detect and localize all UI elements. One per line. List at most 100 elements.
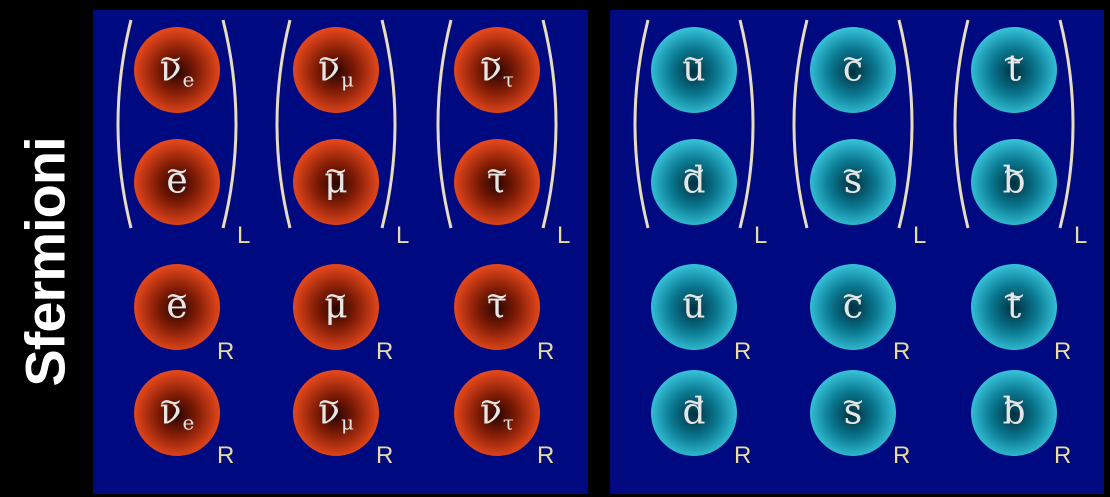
doublet-2-chirality: L xyxy=(557,224,570,248)
doublet-0-upper-base: ν xyxy=(160,51,182,87)
singlet-row2-2: b xyxy=(971,370,1057,456)
singlet-row2-1-symbol: s xyxy=(844,394,862,430)
doublet-0-right-paren xyxy=(740,20,753,228)
doublet-2-lower-base: τ xyxy=(487,163,507,199)
singlet-row2-1-chirality: R xyxy=(376,444,393,468)
singlet-row1-2: t xyxy=(971,264,1057,350)
singlet-row2-1-chirality: R xyxy=(893,444,910,468)
doublet-0-upper-base: u xyxy=(682,51,705,87)
singlet-row2-2-symbol: ντ xyxy=(480,394,514,430)
doublet-1-right-paren xyxy=(899,20,912,228)
singlet-row2-2-chirality: R xyxy=(537,444,554,468)
singlet-row1-0-symbol: u xyxy=(682,288,705,324)
singlet-row2-0-symbol: d xyxy=(682,394,705,430)
singlet-row1-0-chirality: R xyxy=(734,340,751,364)
doublet-2-upper-symbol: t xyxy=(1007,51,1021,87)
doublet-2-right-paren xyxy=(543,20,556,228)
doublet-0-lower-symbol: d xyxy=(682,163,705,199)
squark-panel: udLcsLtbLuRcRtRdRsRbR xyxy=(610,10,1104,494)
singlet-row2-1-base: s xyxy=(844,394,862,430)
doublet-1-lower-symbol: s xyxy=(844,163,862,199)
doublet-1-upper: c xyxy=(810,27,896,113)
doublet-0-upper-subscript: e xyxy=(183,69,195,89)
slepton-panel: νeeLνμμLνττLeRμRτRνeRνμRντR xyxy=(93,10,588,494)
singlet-row1-2-base: τ xyxy=(487,288,507,324)
singlet-row1-1-symbol: μ xyxy=(324,288,347,324)
singlet-row2-1: s xyxy=(810,370,896,456)
doublet-2-lower: b xyxy=(971,139,1057,225)
doublet-0-upper-symbol: u xyxy=(682,51,705,87)
doublet-1-lower-base: s xyxy=(844,163,862,199)
singlet-row1-2-base: t xyxy=(1007,288,1021,324)
doublet-2-upper-symbol: ντ xyxy=(480,51,514,87)
doublet-0-lower-base: e xyxy=(166,163,187,199)
singlet-row1-1-base: μ xyxy=(324,288,347,324)
singlet-row1-1-symbol: c xyxy=(843,288,863,324)
doublet-2-lower-symbol: b xyxy=(1002,163,1025,199)
singlet-row1-1-chirality: R xyxy=(376,340,393,364)
doublet-1-left-paren xyxy=(794,20,807,228)
singlet-row2-0-base: ν xyxy=(160,394,182,430)
singlet-row1-2: τ xyxy=(454,264,540,350)
doublet-2-upper-base: ν xyxy=(480,51,502,87)
doublet-0-lower: d xyxy=(651,139,737,225)
singlet-row1-1: c xyxy=(810,264,896,350)
doublet-1-lower-symbol: μ xyxy=(324,163,347,199)
doublet-0-lower-base: d xyxy=(682,163,705,199)
doublet-1-lower: s xyxy=(810,139,896,225)
doublet-1-upper-subscript: μ xyxy=(341,69,354,89)
singlet-row1-0-base: u xyxy=(682,288,705,324)
doublet-2-left-paren xyxy=(955,20,968,228)
singlet-row2-2-base: ν xyxy=(480,394,502,430)
doublet-1-upper-base: c xyxy=(843,51,863,87)
singlet-row1-0-symbol: e xyxy=(166,288,187,324)
singlet-row2-0-subscript: e xyxy=(183,412,195,432)
doublet-0-chirality: L xyxy=(754,224,767,248)
doublet-2-upper-subscript: τ xyxy=(503,69,514,89)
singlet-row1-0-chirality: R xyxy=(217,340,234,364)
doublet-0-upper: u xyxy=(651,27,737,113)
singlet-row2-2-chirality: R xyxy=(1054,444,1071,468)
doublet-2-chirality: L xyxy=(1074,224,1087,248)
singlet-row1-1-chirality: R xyxy=(893,340,910,364)
singlet-row1-1-base: c xyxy=(843,288,863,324)
doublet-2-lower-base: b xyxy=(1002,163,1025,199)
doublet-1-upper-symbol: c xyxy=(843,51,863,87)
singlet-row1-2-chirality: R xyxy=(1054,340,1071,364)
doublet-2-lower: τ xyxy=(454,139,540,225)
doublet-1-right-paren xyxy=(382,20,395,228)
singlet-row2-1-base: ν xyxy=(318,394,340,430)
doublet-1-left-paren xyxy=(277,20,290,228)
singlet-row2-2-symbol: b xyxy=(1002,394,1025,430)
singlet-row1-2-chirality: R xyxy=(537,340,554,364)
singlet-row1-2-symbol: t xyxy=(1007,288,1021,324)
doublet-0-left-paren xyxy=(635,20,648,228)
doublet-2-upper: ντ xyxy=(454,27,540,113)
singlet-row2-2-subscript: τ xyxy=(503,412,514,432)
singlet-row1-1: μ xyxy=(293,264,379,350)
doublet-1-chirality: L xyxy=(396,224,409,248)
singlet-row2-0-symbol: νe xyxy=(160,394,195,430)
doublet-0-left-paren xyxy=(118,20,131,228)
doublet-2-upper-base: t xyxy=(1007,51,1021,87)
doublet-1-lower: μ xyxy=(293,139,379,225)
doublet-2-right-paren xyxy=(1060,20,1073,228)
doublet-1-lower-base: μ xyxy=(324,163,347,199)
doublet-2-left-paren xyxy=(438,20,451,228)
doublet-1-upper-symbol: νμ xyxy=(318,51,354,87)
singlet-row1-0: e xyxy=(134,264,220,350)
singlet-row2-0-chirality: R xyxy=(734,444,751,468)
singlet-row2-2: ντ xyxy=(454,370,540,456)
doublet-2-upper: t xyxy=(971,27,1057,113)
singlet-row2-0-chirality: R xyxy=(217,444,234,468)
singlet-row2-1-symbol: νμ xyxy=(318,394,354,430)
doublet-0-lower-symbol: e xyxy=(166,163,187,199)
doublet-0-upper-symbol: νe xyxy=(160,51,195,87)
singlet-row2-1: νμ xyxy=(293,370,379,456)
doublet-1-chirality: L xyxy=(913,224,926,248)
singlet-row2-2-base: b xyxy=(1002,394,1025,430)
doublet-2-lower-symbol: τ xyxy=(487,163,507,199)
side-label: Sfermioni xyxy=(0,0,90,497)
singlet-row1-0: u xyxy=(651,264,737,350)
doublet-0-chirality: L xyxy=(237,224,250,248)
